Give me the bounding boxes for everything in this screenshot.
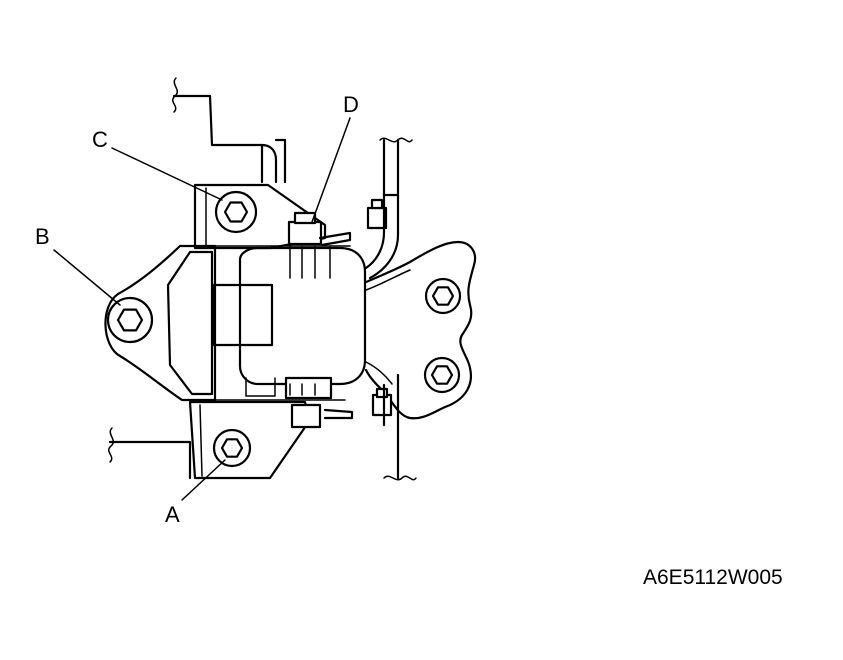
leader-a [181, 459, 226, 501]
bolt-b [106, 296, 154, 344]
callout-label-a: A [165, 502, 180, 527]
engine-bolt-lower [423, 356, 461, 394]
leader-lines [53, 117, 351, 501]
engine-mounting-plate [364, 240, 477, 420]
lower-bolt-assembly [284, 376, 354, 429]
callout-label-d: D [343, 92, 359, 117]
lower-flange [188, 400, 312, 480]
figure-code: A6E5112W005 [643, 566, 783, 589]
break-line-lower [108, 427, 115, 463]
mount-outer-plate [104, 244, 217, 402]
callout-label-b: B [35, 224, 50, 249]
bolt-d-assembly [287, 211, 352, 279]
rubber-insulator [211, 283, 274, 347]
bolt-a [212, 428, 252, 468]
bolt-c [214, 190, 258, 234]
engine-bolt-upper [424, 277, 462, 315]
leader-b [53, 249, 121, 306]
engine-side-bracket [364, 137, 477, 481]
callout-label-c: C [92, 127, 108, 152]
leader-d [311, 117, 351, 223]
leader-c [111, 147, 223, 201]
